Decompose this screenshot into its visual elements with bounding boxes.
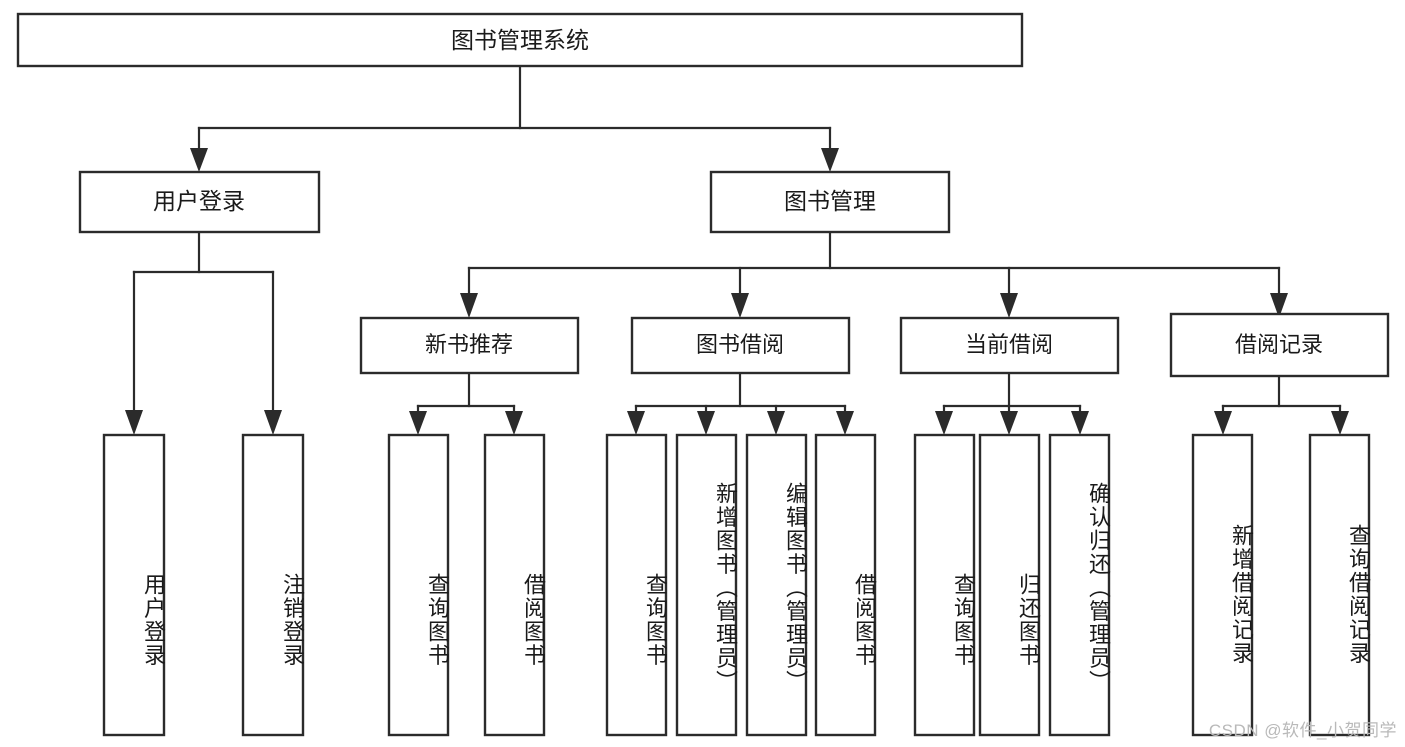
leaf-box-query-book-2[interactable] [605, 433, 668, 737]
arrow-to-leaf-add-record [1214, 411, 1232, 435]
leaf-box-logout[interactable] [241, 433, 305, 737]
leaf-box-query-book-3[interactable] [913, 433, 976, 737]
arrow-to-leaf-query-book-1 [409, 411, 427, 435]
node-root[interactable]: 图书管理系统 [16, 12, 1024, 68]
leaf-box-user-login[interactable] [102, 433, 166, 737]
arrow-to-leaf-confirm-return [1071, 411, 1089, 435]
node-borrow-record-label: 借阅记录 [1235, 332, 1323, 357]
arrow-to-book-manage [821, 148, 839, 172]
arrow-to-leaf-query-book-2 [627, 411, 645, 435]
leaf-box-query-record[interactable] [1308, 433, 1371, 737]
node-user-login-label: 用户登录 [153, 188, 245, 214]
arrow-to-current-borrow [1000, 293, 1018, 318]
node-user-login[interactable]: 用户登录 [78, 170, 321, 234]
node-book-borrow-label: 图书借阅 [696, 332, 784, 357]
arrow-to-leaf-add-book [697, 411, 715, 435]
connector-book-borrow-to-leaves [634, 371, 847, 416]
leaf-box-confirm-return[interactable] [1048, 433, 1111, 737]
node-book-manage-label: 图书管理 [784, 188, 876, 214]
arrow-to-leaf-logout [264, 410, 282, 435]
connector-root-to-level1 [197, 64, 832, 154]
connector-current-borrow-to-leaves [942, 371, 1082, 416]
leaf-box-edit-book[interactable] [745, 433, 808, 737]
node-borrow-record[interactable]: 借阅记录 [1169, 312, 1390, 378]
connector-new-book-recommend-to-leaves [416, 371, 516, 416]
leaf-box-add-book[interactable] [675, 433, 738, 737]
node-root-label: 图书管理系统 [451, 27, 589, 53]
leaf-box-query-book-1[interactable] [387, 433, 450, 737]
leaf-box-add-record[interactable] [1191, 433, 1254, 737]
connector-user-login-to-leaves [132, 230, 275, 414]
leaf-box-borrow-book-1[interactable] [483, 433, 546, 737]
node-current-borrow[interactable]: 当前借阅 [899, 316, 1120, 375]
arrow-to-leaf-borrow-book-2 [836, 411, 854, 435]
leaf-box-borrow-book-2[interactable] [814, 433, 877, 737]
arrow-to-borrow-record [1270, 293, 1288, 318]
csdn-watermark: CSDN @软件_小贺同学 [1208, 721, 1397, 740]
arrow-to-leaf-user-login [125, 410, 143, 435]
node-book-borrow[interactable]: 图书借阅 [630, 316, 851, 375]
arrow-to-leaf-query-record [1331, 411, 1349, 435]
arrow-to-book-borrow [731, 293, 749, 318]
arrow-to-leaf-return-book [1000, 411, 1018, 435]
connector-borrow-record-to-leaves [1221, 374, 1342, 416]
node-current-borrow-label: 当前借阅 [965, 332, 1053, 357]
node-new-book-recommend[interactable]: 新书推荐 [359, 316, 580, 375]
arrow-to-leaf-query-book-3 [935, 411, 953, 435]
arrow-to-leaf-borrow-book-1 [505, 411, 523, 435]
node-book-manage[interactable]: 图书管理 [709, 170, 951, 234]
leaf-box-return-book[interactable] [978, 433, 1041, 737]
arrow-to-new-book-recommend [460, 293, 478, 318]
arrow-to-user-login [190, 148, 208, 172]
connector-book-manage-to-level2 [467, 230, 1281, 298]
arrow-to-leaf-edit-book [767, 411, 785, 435]
node-new-book-recommend-label: 新书推荐 [425, 332, 513, 357]
